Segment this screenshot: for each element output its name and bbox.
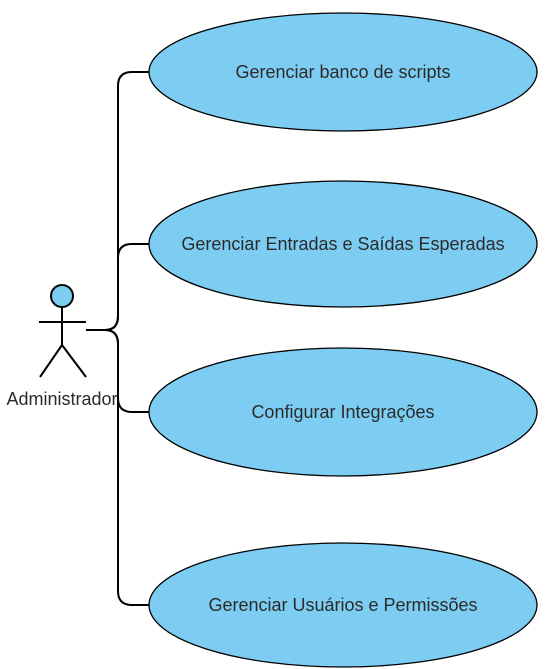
connectors [86,71,149,606]
use-case-ellipse [148,12,538,132]
actor-administrador[interactable]: Administrador [6,284,118,409]
use-case-label: Configurar Integrações [251,402,434,422]
connector-use-case-2 [86,243,149,331]
use-case-ellipse [148,180,538,308]
actor-left-leg [39,344,63,378]
connector-use-case-4 [86,329,149,606]
use-case-label: Gerenciar Usuários e Permissões [208,595,477,615]
actor-label: Administrador [6,389,117,409]
use-case-2[interactable]: Gerenciar Entradas e Saídas Esperadas [148,180,538,308]
use-case-1[interactable]: Gerenciar banco de scripts [148,12,538,132]
actor-right-leg [61,344,87,378]
use-case-4[interactable]: Gerenciar Usuários e Permissões [148,542,538,668]
use-case-ellipse [148,347,538,477]
use-case-label: Gerenciar banco de scripts [235,62,450,82]
use-case-ellipse [148,542,538,668]
use-case-label: Gerenciar Entradas e Saídas Esperadas [181,234,504,254]
use-case-3[interactable]: Configurar Integrações [148,347,538,477]
actor-head [50,284,74,308]
